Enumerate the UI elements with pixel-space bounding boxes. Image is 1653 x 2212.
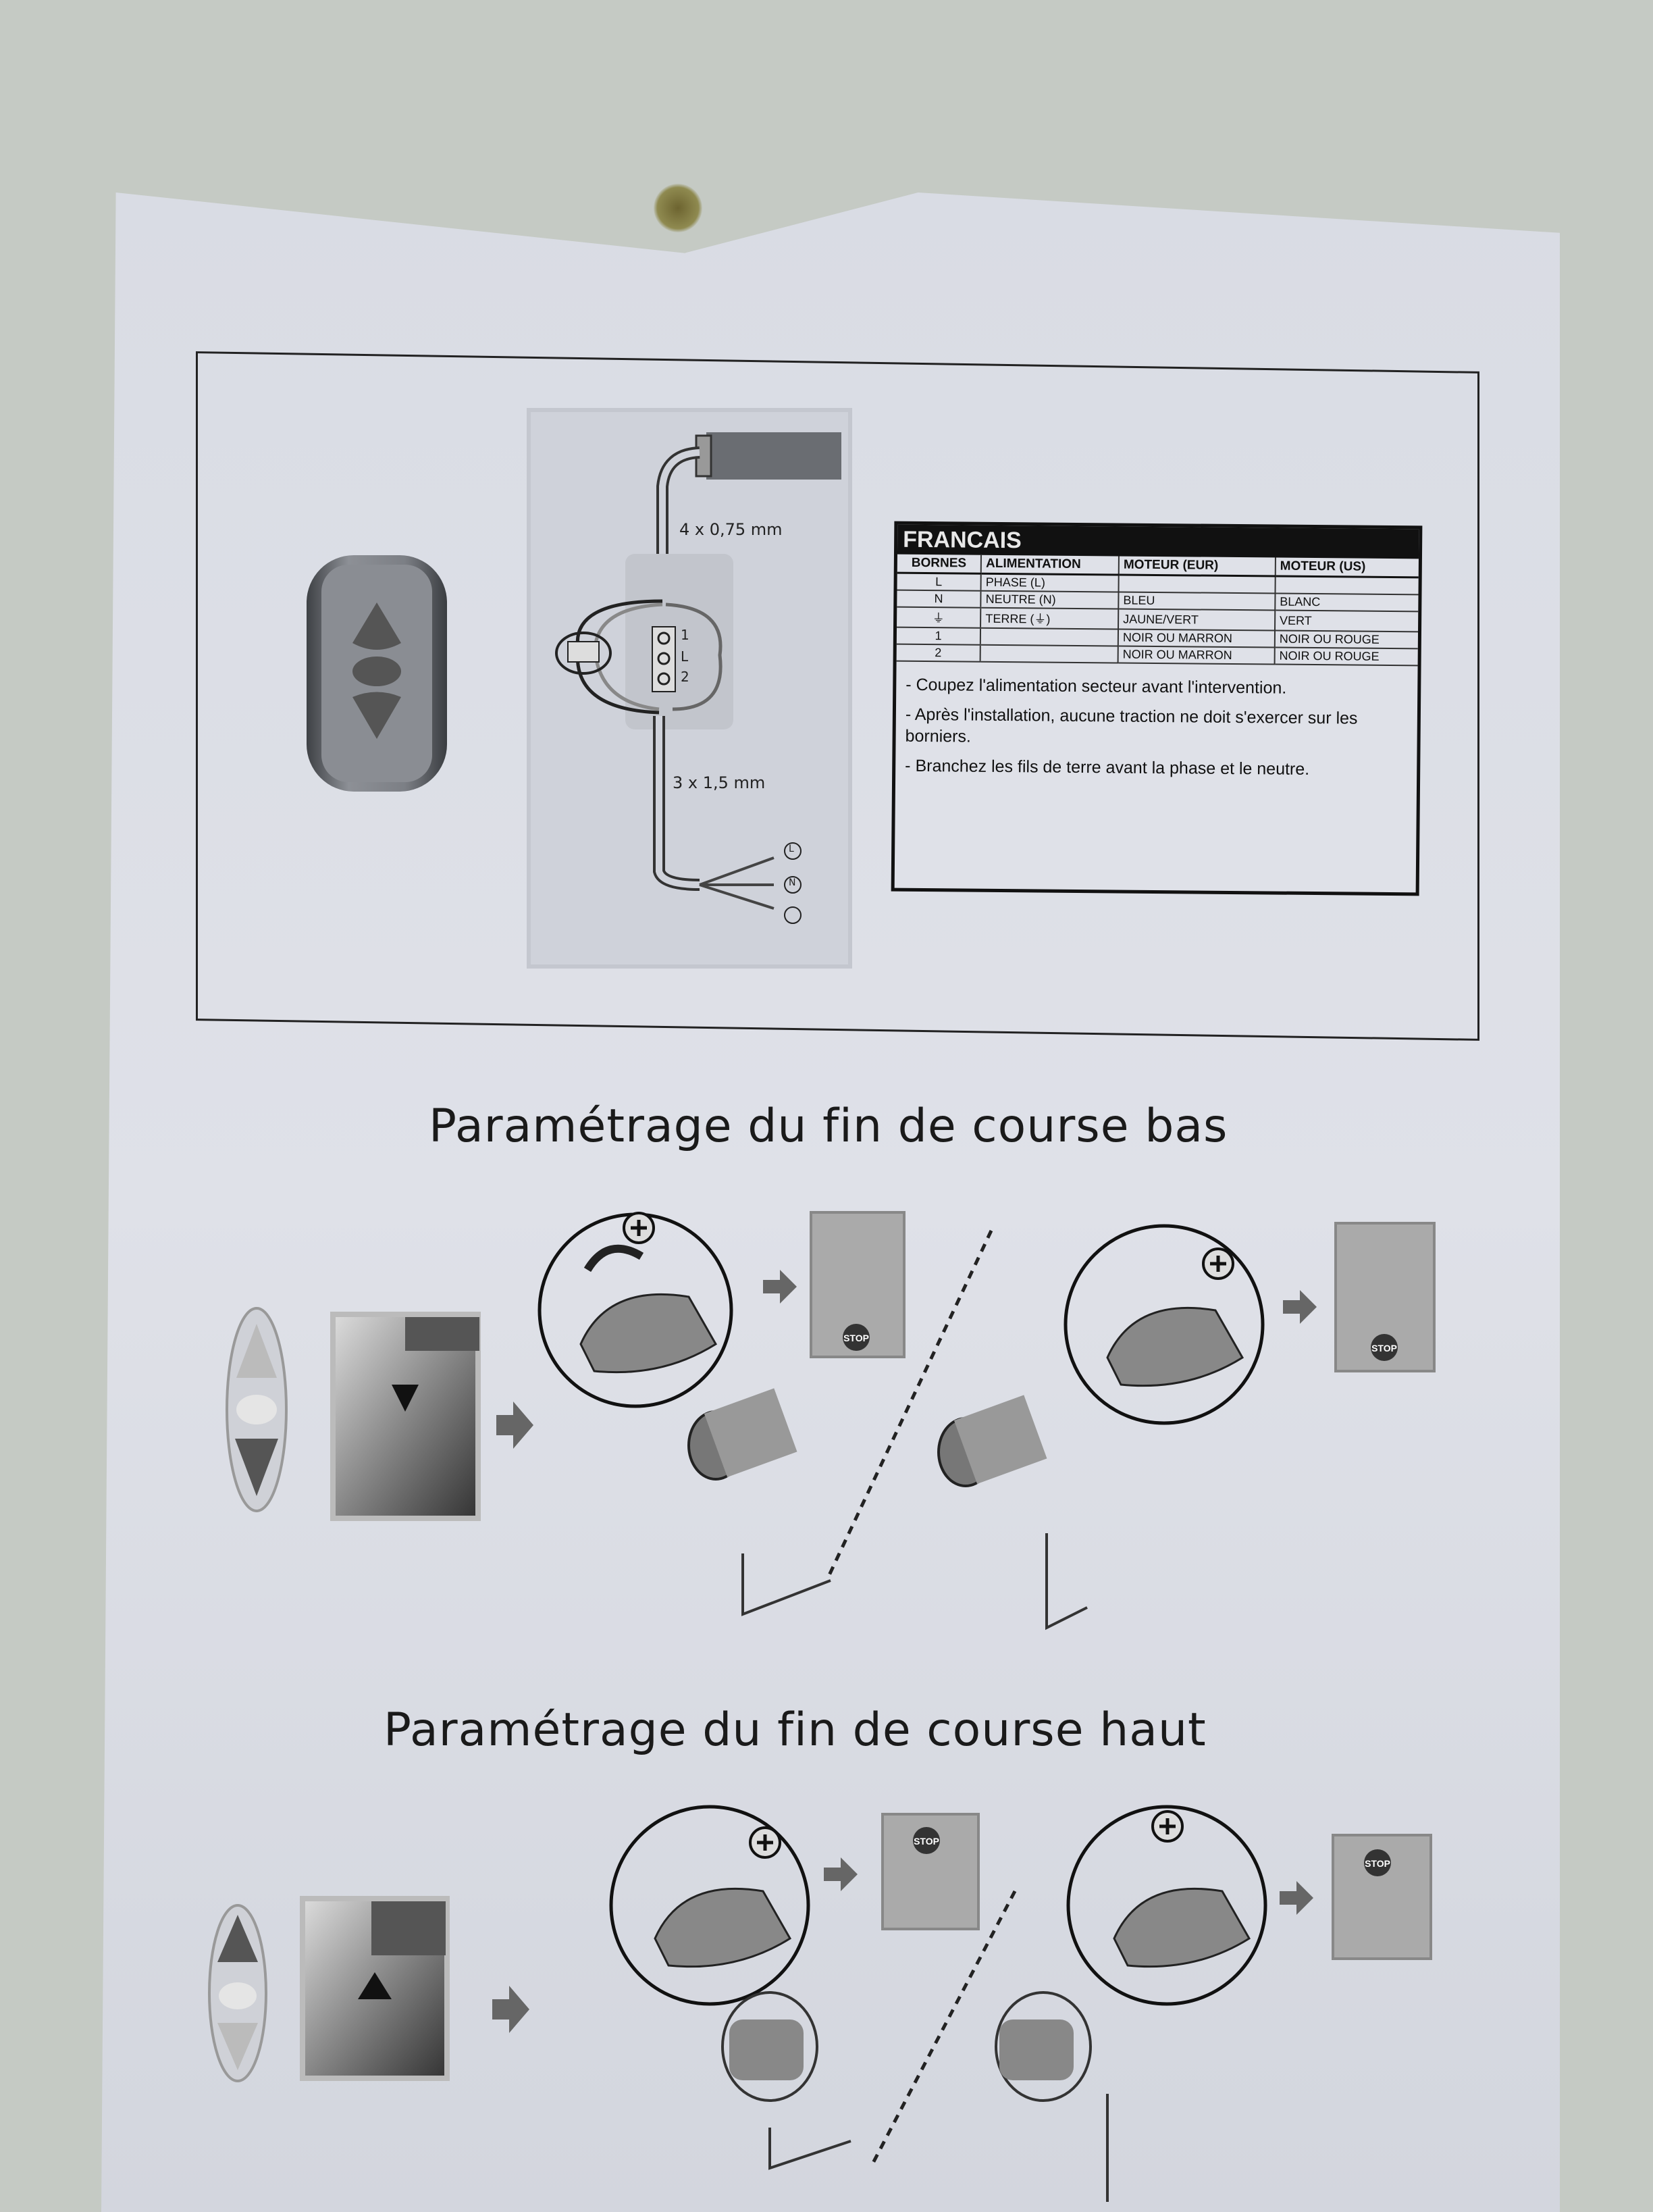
terminal-L: L xyxy=(681,648,689,665)
arrow-icon xyxy=(496,1401,533,1449)
terminal-2: 2 xyxy=(681,669,689,685)
section-title-top-limit: Paramétrage du fin de course haut xyxy=(384,1703,1207,1757)
stop-sign: STOP xyxy=(843,1333,869,1343)
wiring-diagram: 4 x 0,75 mm 3 x 1,5 mm 1 L 2 L N xyxy=(527,408,852,969)
window-shutter-down xyxy=(330,1312,481,1521)
shutter-stop-down xyxy=(810,1211,906,1358)
section-title-bottom-limit: Paramétrage du fin de course bas xyxy=(429,1100,1228,1153)
stain xyxy=(654,184,702,232)
motor-cable-label: 4 x 0,75 mm xyxy=(679,520,783,539)
remote-up-pressed xyxy=(208,1904,267,2082)
stop-sign: STOP xyxy=(914,1836,939,1847)
stop-sign: STOP xyxy=(1371,1343,1397,1354)
remote-switch xyxy=(307,555,447,792)
mains-N: N xyxy=(789,877,796,888)
remote-down-pressed xyxy=(226,1307,288,1512)
window-shutter-up xyxy=(300,1896,450,2081)
rotate-arrow-icon xyxy=(583,1244,644,1272)
stop-sign: STOP xyxy=(1365,1858,1390,1869)
supply-cable-label: 3 x 1,5 mm xyxy=(673,773,766,792)
terminal-1: 1 xyxy=(681,627,689,643)
mains-L: L xyxy=(789,844,794,854)
tubular-motor xyxy=(687,1388,797,1481)
